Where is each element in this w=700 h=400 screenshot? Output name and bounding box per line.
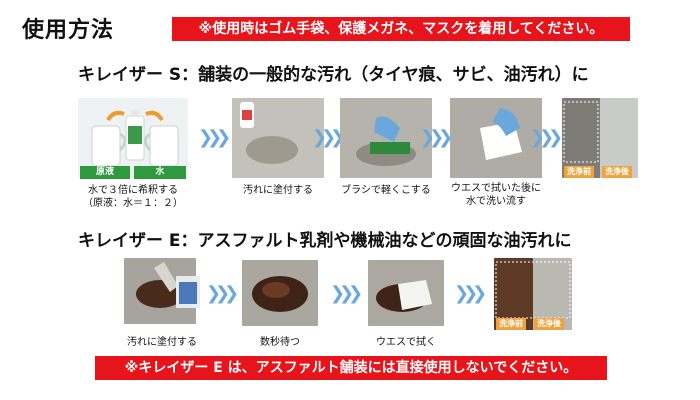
before-after-photo-s: [562, 98, 638, 178]
before-after-illustration: [562, 98, 638, 178]
label-concentrate: 原液: [80, 166, 130, 179]
label-water: 水: [134, 166, 186, 179]
before-tag-e: 洗浄前: [496, 318, 526, 330]
e-step2-caption: 数秒待つ: [260, 337, 300, 348]
section-s-heading: キレイザー S：舗装の一般的な汚れ（タイヤ痕、サビ、油汚れ）に: [78, 65, 589, 85]
safety-warning-banner: ※使用時はゴム手袋、保護メガネ、マスクを着用してください。: [172, 17, 630, 41]
step1-caption-line1: 水で３倍に希釈する: [88, 185, 178, 196]
asphalt-warning-banner: ※キレイザー E は、アスファルト舗装には直接使用しないでください。: [95, 356, 607, 380]
e-step1-caption: 汚れに塗付する: [127, 337, 197, 348]
section-e-heading: キレイザー E：アスファルト乳剤や機械油などの頑固な油汚れに: [78, 231, 572, 251]
step3-caption: ブラシで軽くこする: [341, 185, 431, 196]
wait-illustration: [242, 260, 318, 326]
step1-caption-line2: （原液：水＝１：２）: [83, 198, 183, 209]
product-bottle-illustration: [176, 276, 200, 308]
chevron-right-icon: ❯❯❯: [312, 127, 345, 148]
spray-photo: [232, 98, 324, 178]
chevron-right-icon: ❯❯❯: [454, 283, 487, 304]
page-title: 使用方法: [22, 18, 115, 43]
wipe-photo-e: [368, 260, 444, 326]
step4-caption-line1: ウエスで拭いた後に: [451, 183, 541, 194]
jugs-illustration: [78, 98, 188, 178]
brush-photo: [340, 98, 432, 178]
spray-illustration: [232, 98, 324, 178]
step4-caption-line2: 水で洗い流す: [466, 196, 526, 207]
dilution-photo: [78, 98, 188, 178]
chevron-right-icon: ❯❯❯: [420, 127, 453, 148]
wipe-illustration: [450, 98, 542, 178]
brush-illustration: [340, 98, 432, 178]
e-step3-caption: ウエスで拭く: [376, 337, 436, 348]
product-photo-e: [176, 276, 200, 308]
wipe-rag-illustration: [368, 260, 444, 326]
chevron-right-icon: ❯❯❯: [206, 283, 239, 304]
step2-caption: 汚れに塗付する: [243, 185, 313, 196]
wait-photo-e: [242, 260, 318, 326]
after-tag-e: 洗浄後: [534, 318, 564, 330]
chevron-right-icon: ❯❯❯: [198, 127, 231, 148]
after-tag: 洗浄後: [602, 166, 632, 178]
wipe-photo: [450, 98, 542, 178]
chevron-right-icon: ❯❯❯: [530, 127, 563, 148]
chevron-right-icon: ❯❯❯: [330, 283, 363, 304]
before-tag: 洗浄前: [564, 166, 594, 178]
